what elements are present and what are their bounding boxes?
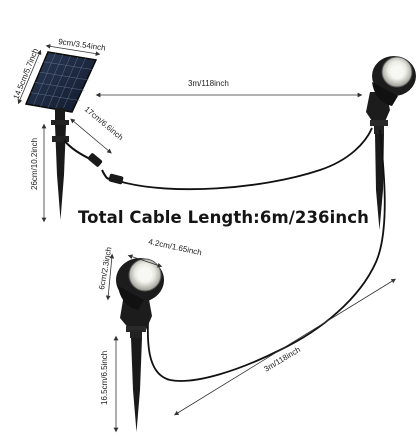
spotlight-bottom-stake [130,330,142,432]
spotlight-top [366,56,416,126]
cable-top [121,127,373,191]
dim-line-panel-cable [70,118,112,154]
dim-line-lamp-diameter [127,254,163,268]
cable-long [146,129,386,382]
label-lamp-diameter: 4.2cm/1.65inch [148,237,203,257]
panel-stake [52,125,69,220]
dim-line-cable-bottom [173,278,397,416]
spotlight-top-stake [374,126,384,230]
label-panel-width: 9cm/3.54inch [58,37,106,53]
label-lamp-stake: 16.5cm/6.5inch [100,351,109,405]
spotlight-bottom [116,258,164,332]
label-panel-stake: 26cm/10.2inch [30,138,39,190]
label-cable-top: 3m/118inch [188,79,229,88]
total-cable-length-title: Total Cable Length:6m/236inch [78,208,369,227]
label-panel-cable: 17cm/6.6inch [83,105,125,142]
dim-line-panel-width [45,44,101,56]
cable-connector [87,153,124,185]
dim-line-panel-height [17,49,42,105]
dim-line-lamp-height [105,253,115,301]
solar-panel [24,51,98,125]
